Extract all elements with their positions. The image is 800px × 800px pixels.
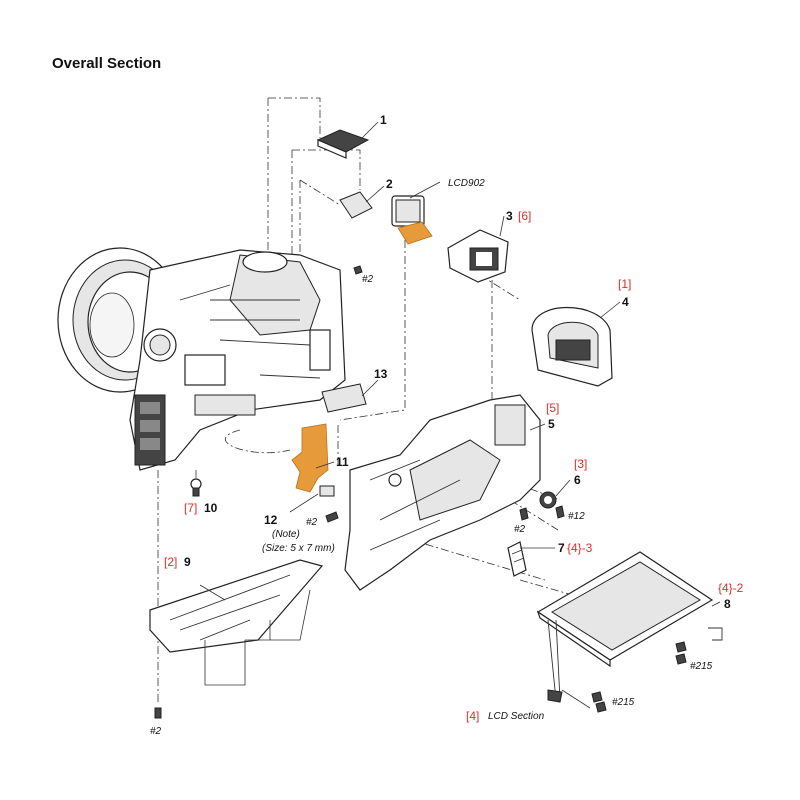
page-title: Overall Section — [52, 55, 162, 72]
screw-label-frame: #2 — [514, 524, 526, 535]
part-number-8: 8 — [724, 597, 731, 611]
leader-lines — [195, 121, 721, 709]
part-3-evf-block — [447, 229, 509, 283]
ref-part-9: [2] — [164, 555, 177, 569]
screw-label-top: #2 — [362, 274, 374, 285]
ref-part-10: [7] — [184, 501, 197, 515]
part-numbers: 1 2 3 4 5 6 7 8 9 10 11 12 13 — [184, 113, 731, 611]
part-1-cover — [316, 129, 370, 159]
part-number-11: 11 — [336, 455, 349, 469]
part-9-bottom-plate — [149, 559, 324, 686]
part-number-2: 2 — [386, 177, 393, 191]
other-labels: LCD902 (Note) (Size: 5 x 7 mm) LCD Secti… — [150, 178, 713, 737]
camera-body — [57, 247, 346, 471]
part-8-bracket — [708, 627, 723, 641]
part-2-sheet — [339, 191, 373, 219]
part-number-10: 10 — [204, 501, 218, 515]
part-number-13: 13 — [374, 367, 388, 381]
lcd-section-label: LCD Section — [488, 711, 545, 722]
ref-part-6: [3] — [574, 457, 587, 471]
part-number-6: 6 — [574, 473, 581, 487]
part-6-dial — [539, 491, 557, 509]
part-10-knob — [190, 478, 202, 497]
part-number-9: 9 — [184, 555, 191, 569]
screw-label-12: #12 — [568, 511, 585, 522]
ref-part-5: [5] — [546, 401, 559, 415]
part-number-4: 4 — [622, 295, 629, 309]
ref-part-7: {4}-3 — [567, 541, 593, 555]
part-5-rear-cover — [344, 394, 541, 591]
ref-part-3: [6] — [518, 209, 531, 223]
part-11-flex — [291, 423, 335, 497]
screw-label-bottom: #2 — [150, 726, 162, 737]
size-label: (Size: 5 x 7 mm) — [262, 543, 335, 554]
screw-label-mid: #2 — [306, 517, 318, 528]
ref-lcd-section: [4] — [466, 709, 479, 723]
reference-codes: [6] [1] [5] [3] {4}-3 {4}-2 [2] [7] [4] — [164, 209, 744, 723]
screws — [154, 265, 687, 719]
part-number-3: 3 — [506, 209, 513, 223]
part-number-12: 12 — [264, 513, 278, 527]
lcd902-label: LCD902 — [448, 178, 485, 189]
lcd-section — [536, 551, 714, 703]
screw-label-215b: #215 — [612, 697, 635, 708]
part-number-5: 5 — [548, 417, 555, 431]
part-number-1: 1 — [380, 113, 387, 127]
lcd902-viewfinder — [391, 195, 433, 245]
ref-part-8: {4}-2 — [718, 581, 744, 595]
part-7-bracket — [507, 541, 527, 577]
ref-part-4: [1] — [618, 277, 631, 291]
note-label: (Note) — [272, 529, 300, 540]
part-13-label — [321, 383, 367, 413]
part-4-eyecup — [531, 306, 613, 387]
screw-label-215a: #215 — [690, 661, 713, 672]
part-number-7: 7 — [558, 541, 565, 555]
